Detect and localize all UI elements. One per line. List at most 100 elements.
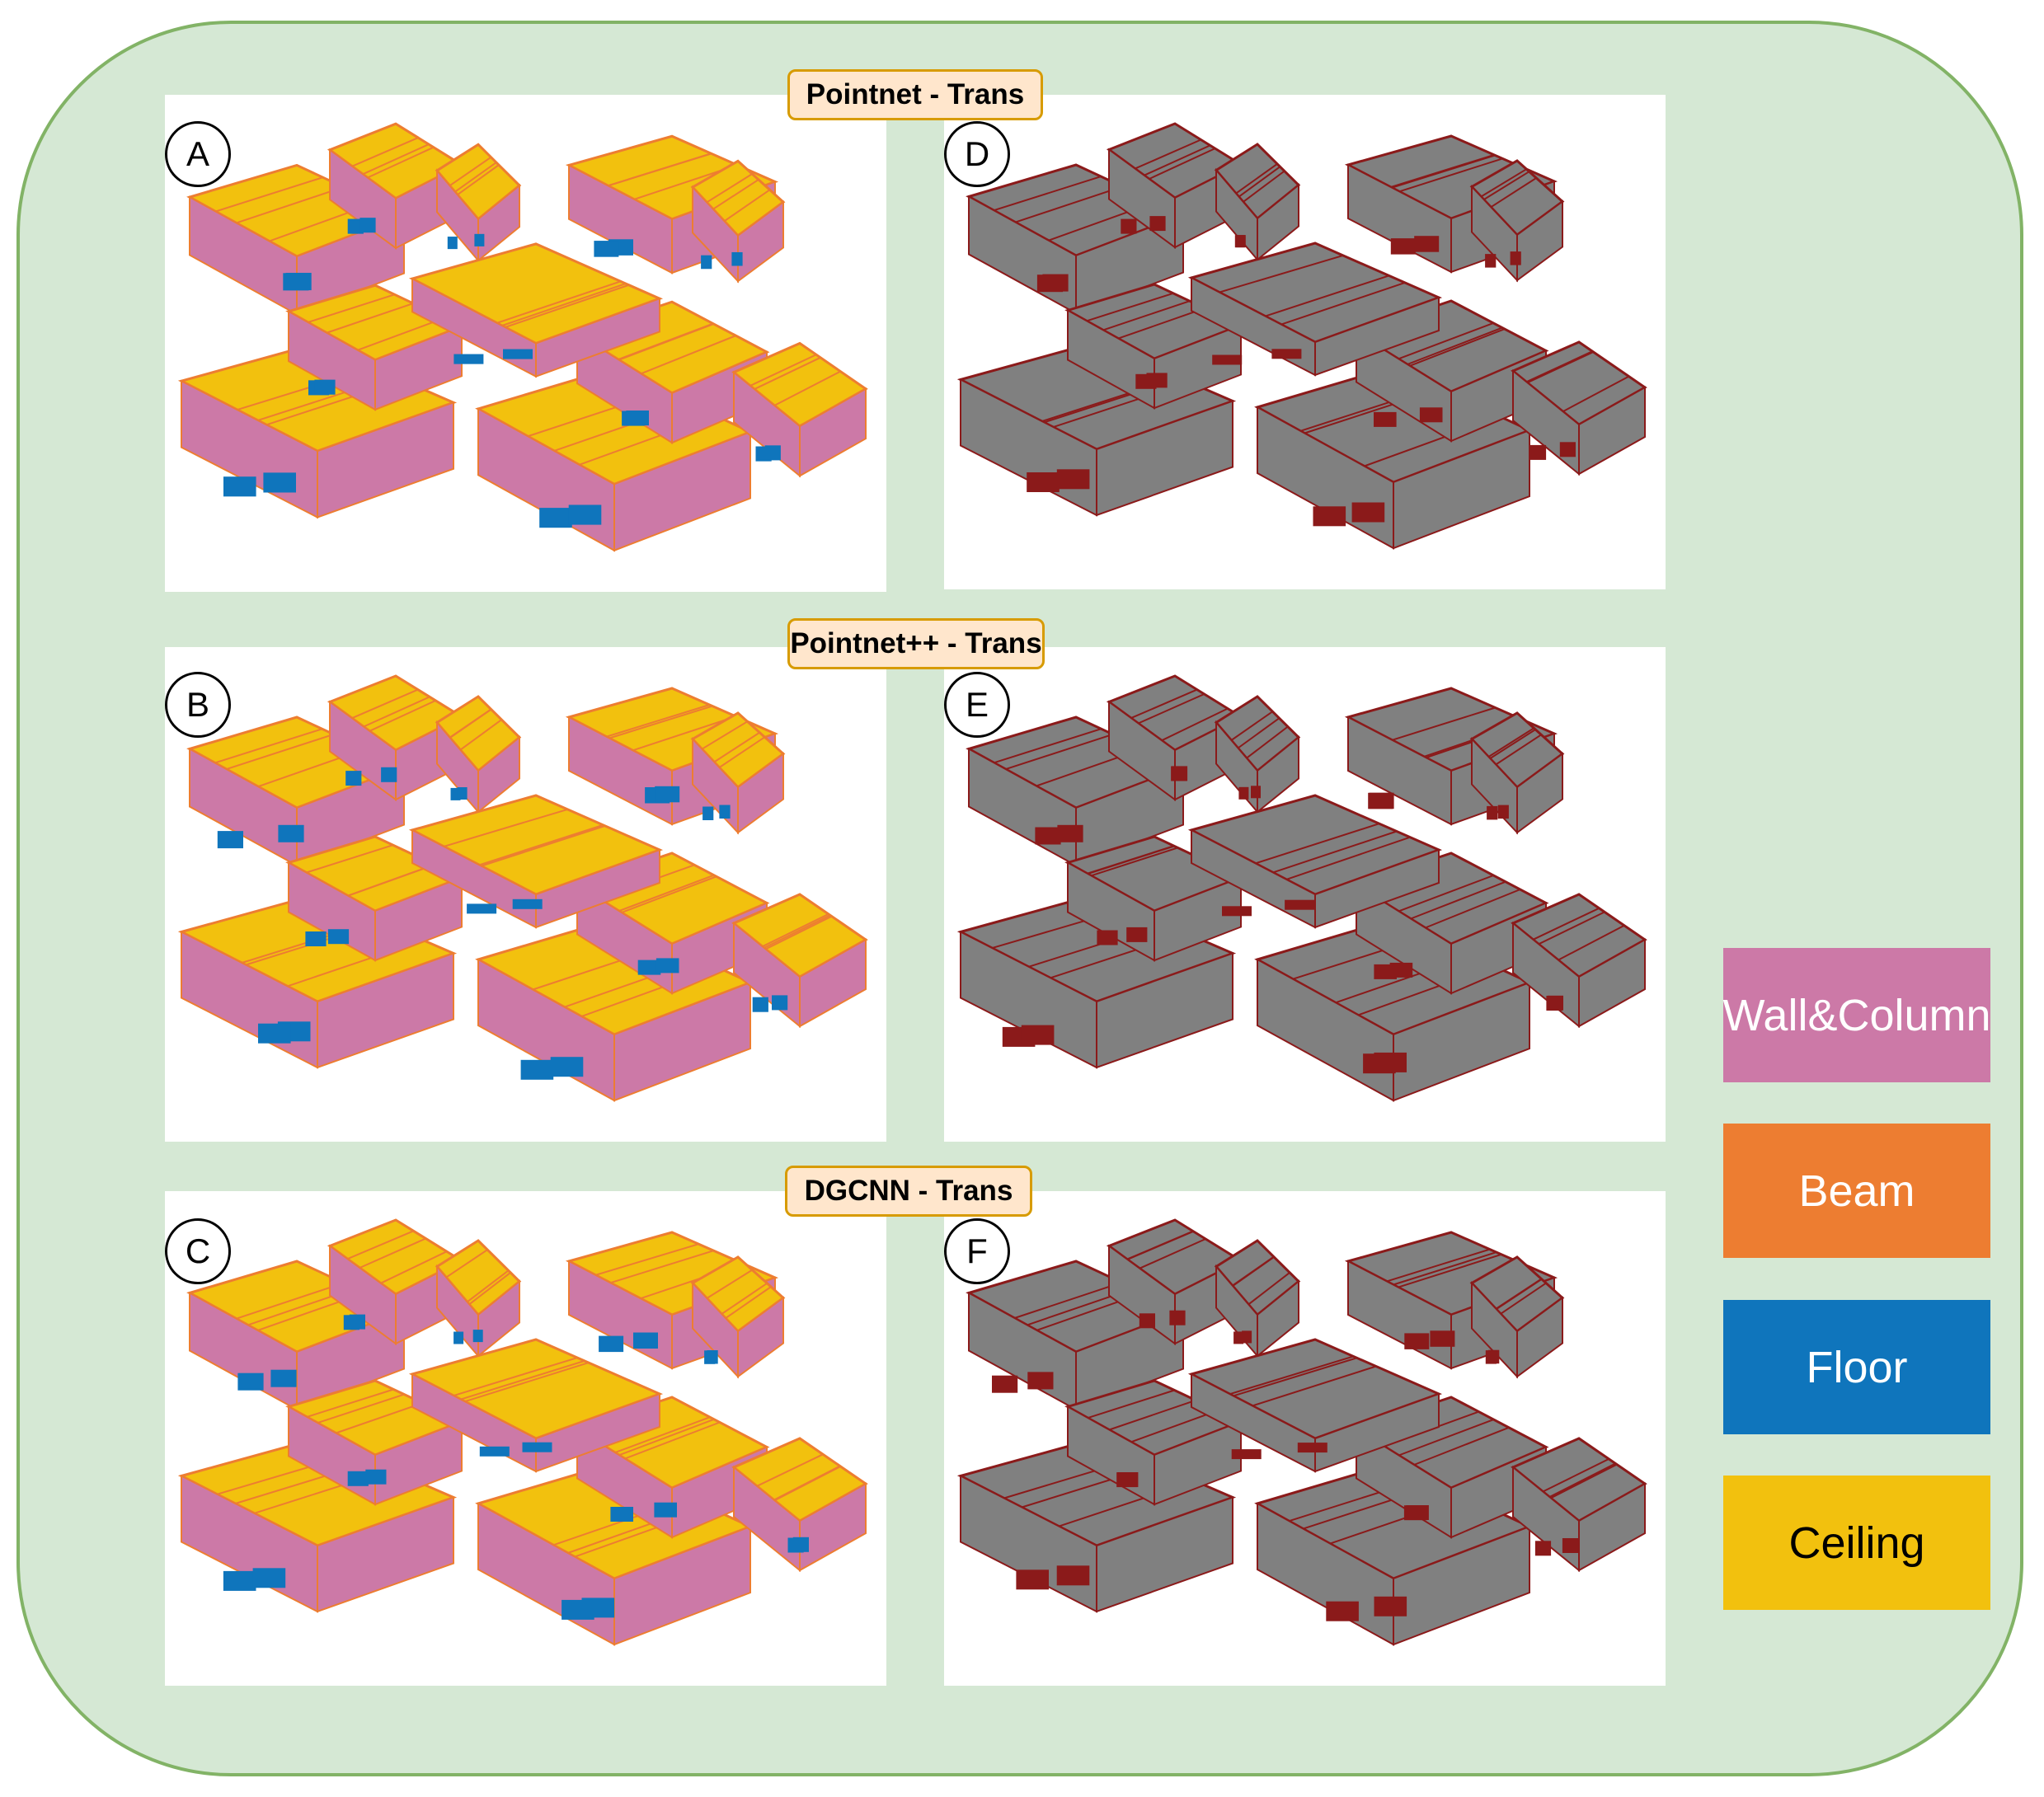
roof-divider	[1398, 875, 1494, 913]
roof-divider	[723, 189, 771, 223]
floor-patch	[1149, 216, 1166, 232]
floor-patch	[1403, 1505, 1427, 1521]
roof-divider	[765, 915, 833, 950]
wall-surface	[374, 325, 463, 411]
floor-patch	[1510, 251, 1521, 265]
roof-divider	[449, 156, 492, 186]
roof-divider	[774, 1466, 841, 1502]
floor-patch	[637, 959, 661, 975]
floor-patch	[467, 903, 497, 914]
floor-patch	[707, 1350, 718, 1364]
floor-patch	[702, 806, 714, 820]
floor-patch	[1056, 1565, 1090, 1586]
floor-patch	[472, 1330, 483, 1343]
wall-surface	[1096, 952, 1233, 1069]
panel-letter-b: B	[165, 672, 231, 738]
floor-patch	[1135, 373, 1157, 389]
wall-surface	[1516, 752, 1563, 834]
roof-divider	[608, 152, 712, 187]
floor-patch	[1374, 964, 1397, 979]
floor-patch	[772, 995, 788, 1011]
wall-surface	[317, 1496, 454, 1613]
floor-patch	[1056, 469, 1090, 490]
roof-divider	[706, 173, 753, 204]
floor-patch	[223, 476, 256, 497]
floor-patch	[1285, 899, 1315, 910]
roof-divider	[718, 736, 766, 768]
floor-patch	[1297, 1443, 1327, 1453]
wall-surface	[296, 1310, 405, 1411]
floor-patch	[314, 379, 336, 395]
roof-divider	[1398, 157, 1503, 193]
roof-divider	[1102, 300, 1191, 331]
floor-patch	[349, 1314, 365, 1330]
roof-divider	[351, 137, 419, 167]
roof-divider	[1390, 153, 1495, 188]
wall-surface	[296, 766, 405, 867]
roof-divider	[362, 143, 430, 176]
floor-patch	[305, 931, 327, 946]
floor-patch	[719, 805, 731, 819]
roof-divider	[1500, 1282, 1547, 1315]
method-label-pointnet: Pointnet - Trans	[787, 69, 1043, 120]
roof-divider	[618, 323, 715, 361]
roof-divider	[1130, 1410, 1219, 1443]
floor-patch	[1430, 1330, 1455, 1347]
floor-patch	[1497, 805, 1509, 819]
floor-patch	[1097, 930, 1118, 945]
roof-divider	[214, 728, 323, 764]
roof-divider	[1487, 727, 1534, 758]
roof-divider	[479, 823, 604, 866]
building-point-cloud	[956, 122, 1647, 550]
roof-divider	[1246, 725, 1289, 759]
wall-surface	[1154, 876, 1242, 962]
floor-patch	[599, 1335, 624, 1353]
roof-divider	[460, 1359, 585, 1401]
wall-surface	[613, 430, 751, 552]
roof-divider	[1130, 688, 1198, 720]
floor-patch	[522, 1442, 552, 1452]
legend-beam: Beam	[1723, 1124, 1990, 1258]
panel-d-error-map	[944, 95, 1666, 589]
panel-a-segmentation	[165, 95, 886, 592]
wall-surface	[1314, 848, 1440, 929]
roof-divider	[215, 176, 323, 213]
wall-surface	[1257, 183, 1299, 262]
roof-divider	[1144, 144, 1211, 176]
roof-divider	[609, 705, 713, 739]
floor-patch	[278, 824, 304, 842]
floor-patch	[365, 1469, 387, 1485]
roof-divider	[1483, 171, 1530, 200]
wall-surface	[1516, 199, 1563, 282]
floor-patch	[1529, 444, 1547, 460]
roof-divider	[641, 335, 736, 375]
floor-patch	[1234, 235, 1245, 248]
floor-patch	[1271, 349, 1302, 359]
floor-patch	[1212, 354, 1243, 365]
floor-patch	[1035, 827, 1061, 845]
roof-divider	[457, 164, 500, 196]
floor-patch	[1027, 472, 1060, 492]
roof-divider	[1562, 375, 1629, 413]
roof-divider	[1527, 351, 1594, 384]
floor-patch	[453, 354, 484, 364]
roof-divider	[444, 808, 568, 847]
floor-patch	[381, 767, 397, 782]
floor-patch	[1117, 1472, 1139, 1487]
floor-patch	[1222, 906, 1252, 917]
wall-surface	[1393, 1525, 1530, 1646]
roof-divider	[347, 1230, 414, 1260]
roof-divider	[749, 354, 817, 387]
roof-divider	[1550, 1463, 1618, 1499]
roof-divider	[226, 733, 335, 771]
roof-divider	[1086, 292, 1174, 322]
floor-patch	[1238, 786, 1249, 800]
wall-surface	[1096, 1496, 1233, 1613]
roof-divider	[1548, 1462, 1616, 1498]
roof-divider	[1088, 1389, 1175, 1419]
roof-divider	[1542, 1458, 1609, 1493]
floor-patch	[1374, 1596, 1407, 1616]
roof-divider	[1480, 168, 1527, 198]
floor-patch	[731, 251, 743, 266]
roof-divider	[1409, 328, 1506, 367]
